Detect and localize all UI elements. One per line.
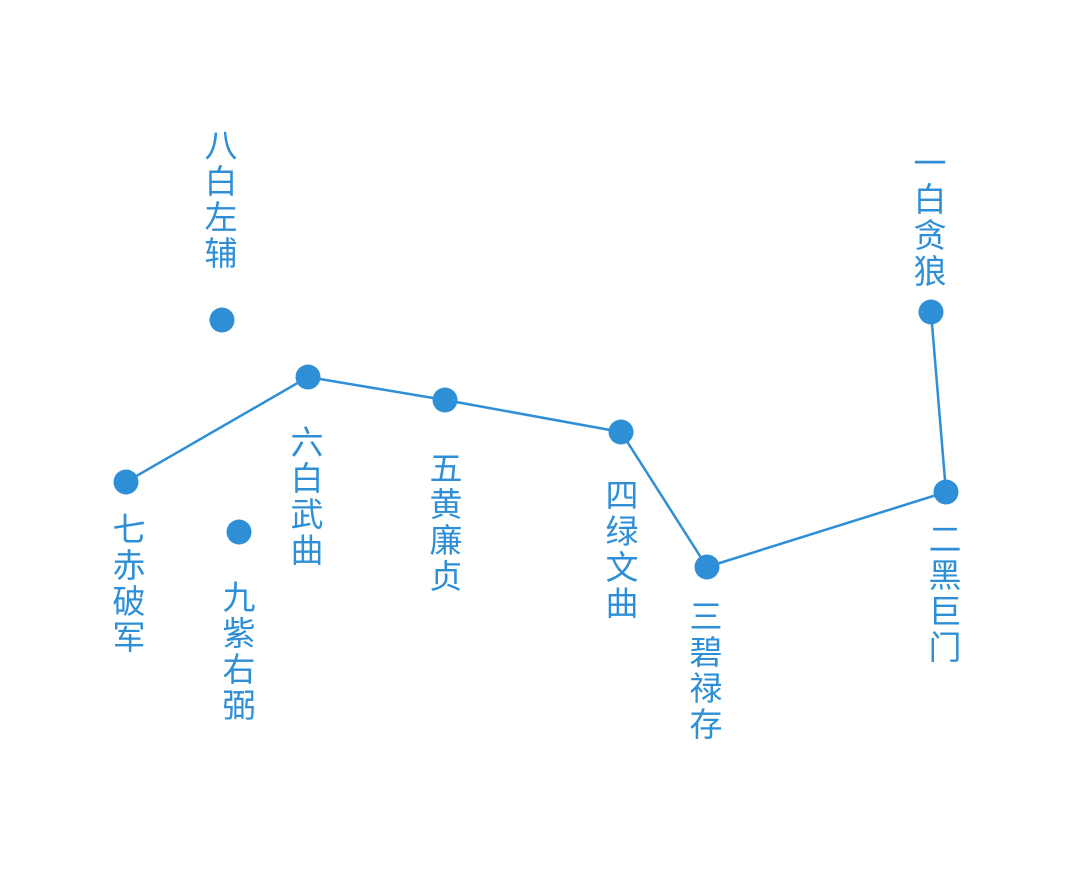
star-label-2: 二黑巨门 <box>928 520 962 667</box>
star-8-dot <box>209 307 235 333</box>
star-9-dot <box>226 519 252 545</box>
star-4-dot <box>608 419 634 445</box>
star-label-1: 一白贪狼 <box>913 144 947 291</box>
star-label-8: 八白左辅 <box>204 126 238 273</box>
star-label-7: 七赤破军 <box>112 510 146 657</box>
star-label-5: 五黄廉贞 <box>429 449 463 596</box>
star-5-dot <box>432 387 458 413</box>
star-7-dot <box>113 469 139 495</box>
star-1-dot <box>918 299 944 325</box>
connector-star-6-star-5 <box>307 375 446 402</box>
star-3-dot <box>694 554 720 580</box>
connector-star-5-star-4 <box>444 398 622 434</box>
star-2-dot <box>933 479 959 505</box>
connector-star-4-star-3 <box>619 431 709 568</box>
star-label-4: 四绿文曲 <box>605 476 639 623</box>
connector-star-7-star-6 <box>125 375 309 484</box>
connector-star-3-star-2 <box>706 490 947 569</box>
star-label-9: 九紫右弼 <box>222 578 256 725</box>
star-6-dot <box>295 364 321 390</box>
connector-star-2-star-1 <box>929 311 948 493</box>
star-label-3: 三碧禄存 <box>689 597 723 744</box>
star-label-6: 六白武曲 <box>290 423 324 570</box>
